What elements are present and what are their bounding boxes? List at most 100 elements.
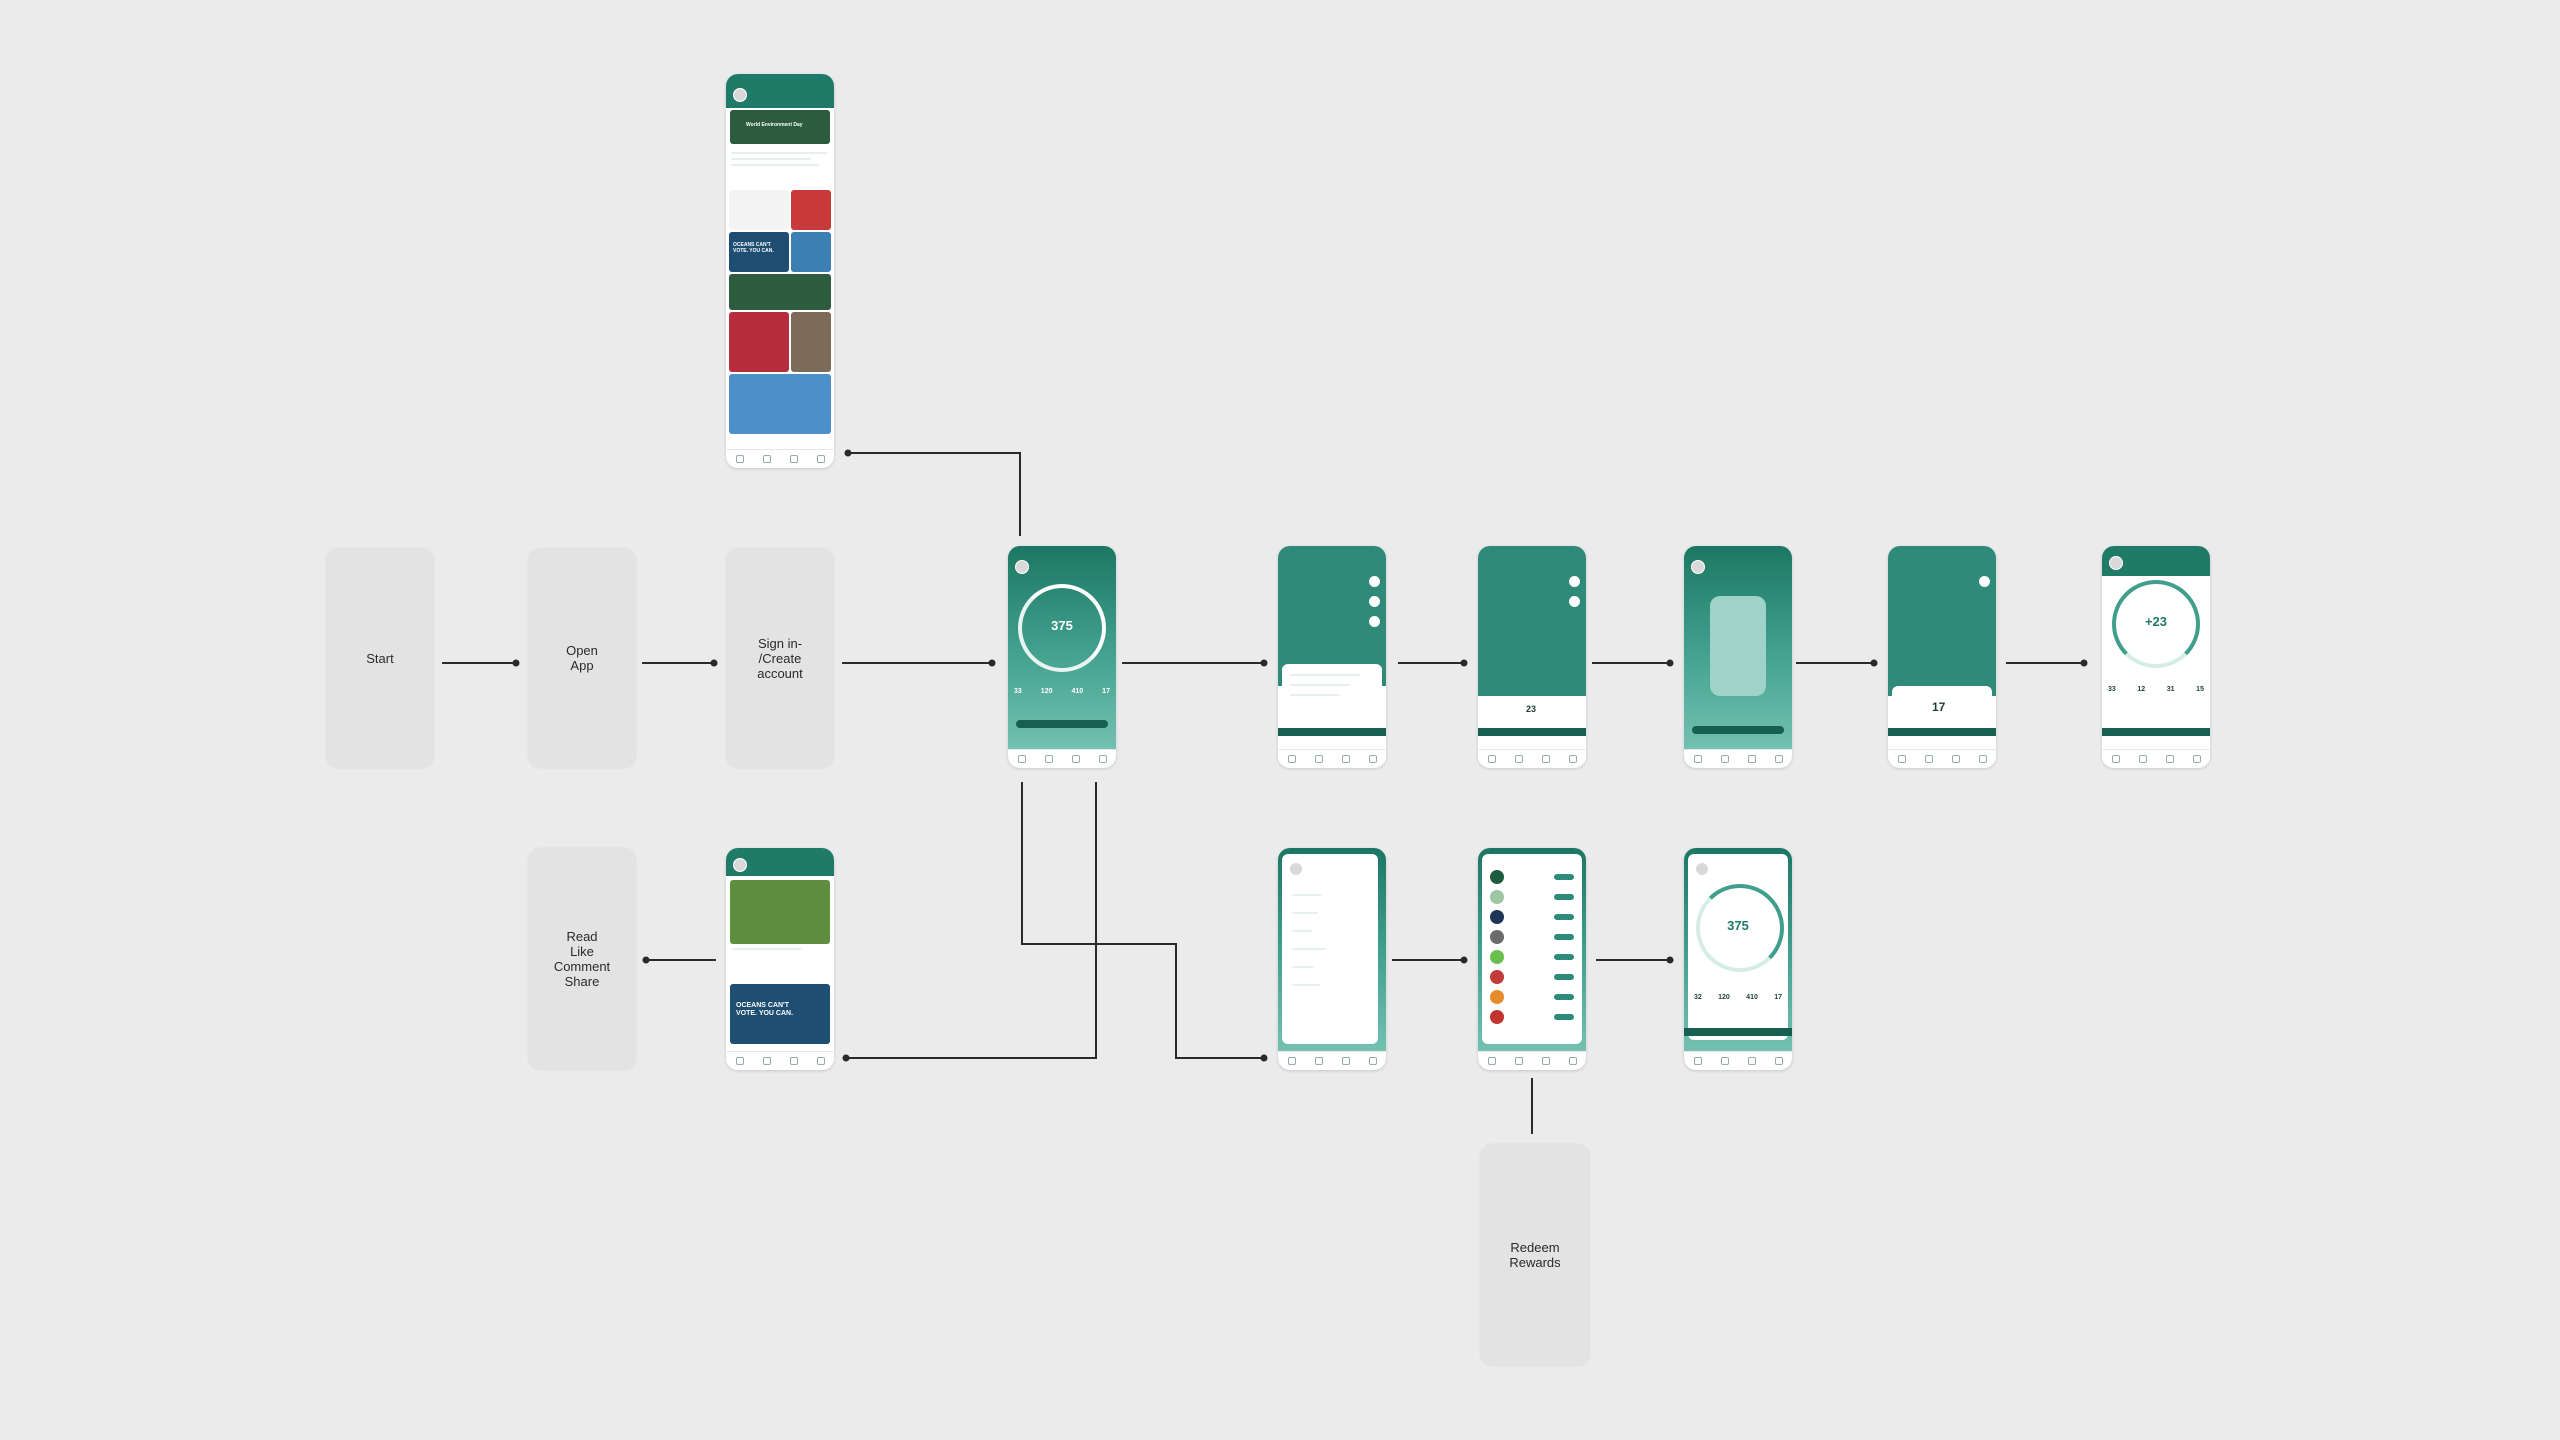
stat-value: 17 [1774, 994, 1782, 1001]
nav-icon[interactable] [1924, 755, 1933, 763]
nav-icon[interactable] [1897, 755, 1906, 763]
nav-icon[interactable] [789, 455, 798, 463]
nav-icon[interactable] [1368, 755, 1377, 763]
screen-rewards-list [1478, 848, 1586, 1070]
redeem-pill[interactable] [1554, 934, 1574, 940]
nav-icon[interactable] [1774, 1057, 1783, 1065]
avatar [1015, 560, 1029, 574]
nav-icon[interactable] [1978, 755, 1987, 763]
nav-icon[interactable] [1951, 755, 1960, 763]
nav-icon[interactable] [1314, 1057, 1323, 1065]
tracking-stats-card: 23 [1482, 696, 1582, 722]
mode-selector[interactable] [1710, 596, 1766, 696]
stat-value: 33 [2108, 686, 2116, 693]
nav-icon[interactable] [1044, 755, 1053, 763]
finish-button[interactable] [1478, 728, 1586, 736]
step-sign-in: Sign in- /Create account [726, 548, 834, 768]
bottom-nav [1478, 1051, 1586, 1070]
done-button[interactable] [2102, 728, 2210, 736]
map-zoom-icon[interactable] [1979, 576, 1990, 587]
route-select-button[interactable] [1278, 728, 1386, 736]
nav-icon[interactable] [1487, 755, 1496, 763]
menu-item[interactable] [1292, 984, 1320, 986]
feed-text-line [731, 164, 819, 166]
nav-icon[interactable] [1774, 755, 1783, 763]
stat-value: 12 [2137, 686, 2146, 693]
nav-icon[interactable] [1514, 1057, 1523, 1065]
map-layers-icon[interactable] [1369, 616, 1380, 627]
result-points: +23 [2144, 614, 2168, 629]
map-zoom-icon[interactable] [1569, 576, 1580, 587]
redeem-pill[interactable] [1554, 874, 1574, 880]
bottom-nav [1684, 1051, 1792, 1070]
redeem-pill[interactable] [1554, 1014, 1574, 1020]
menu-item[interactable] [1292, 912, 1318, 914]
nav-icon[interactable] [1287, 755, 1296, 763]
menu-item[interactable] [1292, 948, 1326, 950]
nav-icon[interactable] [789, 1057, 798, 1065]
nav-icon[interactable] [1720, 1057, 1729, 1065]
nav-icon[interactable] [762, 1057, 771, 1065]
nav-icon[interactable] [816, 1057, 825, 1065]
screen-home-dashboard: 375 33 120 410 17 [1008, 546, 1116, 768]
end-trip-button[interactable] [1888, 728, 1996, 736]
menu-item[interactable] [1292, 966, 1314, 968]
avatar [1691, 560, 1705, 574]
stat-value: 31 [2166, 686, 2175, 693]
menu-item[interactable] [1292, 894, 1322, 896]
nav-icon[interactable] [1568, 755, 1577, 763]
nav-icon[interactable] [1341, 755, 1350, 763]
menu-item[interactable] [1292, 930, 1312, 932]
nav-icon[interactable] [1487, 1057, 1496, 1065]
bottom-nav [1684, 749, 1792, 768]
nav-icon[interactable] [1693, 755, 1702, 763]
confirm-button[interactable] [1692, 726, 1784, 734]
nav-icon[interactable] [1568, 1057, 1577, 1065]
nav-icon[interactable] [2111, 755, 2120, 763]
nav-icon[interactable] [1098, 755, 1107, 763]
nav-icon[interactable] [2165, 755, 2174, 763]
feed-tile: OCEANS CAN'T VOTE. YOU CAN. [729, 232, 789, 272]
stat-value: 17 [1102, 688, 1110, 695]
redeem-pill[interactable] [1554, 954, 1574, 960]
nav-icon[interactable] [2138, 755, 2147, 763]
redeem-pill[interactable] [1554, 914, 1574, 920]
start-button[interactable] [1016, 720, 1108, 728]
redeem-pill[interactable] [1554, 994, 1574, 1000]
redeem-pill[interactable] [1554, 974, 1574, 980]
nav-icon[interactable] [816, 455, 825, 463]
screen-social-feed: OCEANS CAN'T VOTE. YOU CAN. [726, 848, 834, 1070]
screen-feed: World Environment Day OCEANS CAN'T VOTE.… [726, 74, 834, 468]
nav-icon[interactable] [1341, 1057, 1350, 1065]
rewards-panel [1482, 854, 1582, 1044]
redeem-pill[interactable] [1554, 894, 1574, 900]
step-read-like: Read Like Comment Share [528, 848, 636, 1070]
nav-icon[interactable] [735, 1057, 744, 1065]
map-locate-icon[interactable] [1369, 596, 1380, 607]
stat-value: 120 [1040, 688, 1053, 695]
avatar [2109, 556, 2123, 570]
post-image-park [730, 880, 830, 944]
nav-icon[interactable] [1514, 755, 1523, 763]
map-zoom-icon[interactable] [1369, 576, 1380, 587]
nav-icon[interactable] [1747, 1057, 1756, 1065]
nav-icon[interactable] [1720, 755, 1729, 763]
stat-value: 410 [1071, 688, 1084, 695]
nav-icon[interactable] [1368, 1057, 1377, 1065]
nav-icon[interactable] [1071, 755, 1080, 763]
feed-tile [791, 190, 831, 230]
nav-icon[interactable] [1541, 1057, 1550, 1065]
nav-icon[interactable] [1693, 1057, 1702, 1065]
nav-icon[interactable] [1541, 755, 1550, 763]
nav-icon[interactable] [2192, 755, 2201, 763]
step-redeem-rewards: Redeem Rewards [1480, 1144, 1590, 1366]
continue-button[interactable] [1684, 1028, 1792, 1036]
nav-icon[interactable] [1287, 1057, 1296, 1065]
map-locate-icon[interactable] [1569, 596, 1580, 607]
nav-icon[interactable] [1017, 755, 1026, 763]
step-start: Start [326, 548, 434, 768]
nav-icon[interactable] [1314, 755, 1323, 763]
nav-icon[interactable] [1747, 755, 1756, 763]
nav-icon[interactable] [735, 455, 744, 463]
nav-icon[interactable] [762, 455, 771, 463]
